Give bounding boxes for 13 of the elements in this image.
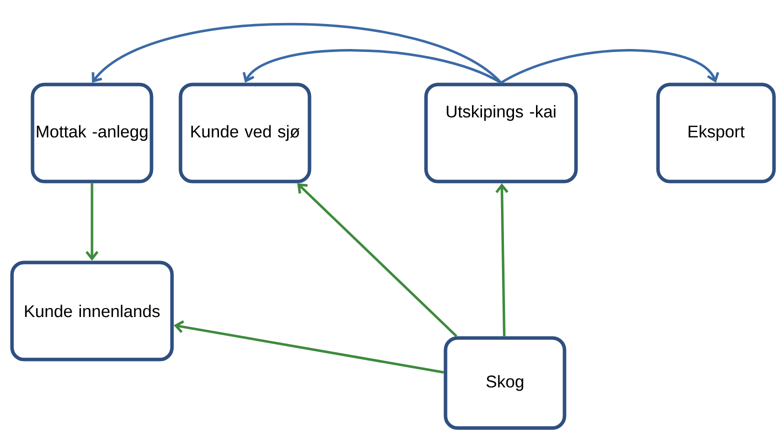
arrow (92, 22, 502, 84)
process-box: Utskipings -kai (424, 82, 578, 184)
arrow (86, 183, 98, 261)
arrow (174, 320, 444, 374)
arrow (495, 183, 508, 336)
process-box: Kunde innenlands (10, 260, 174, 362)
arrow (242, 49, 502, 84)
arrow (500, 49, 720, 84)
process-box: Skog (444, 336, 566, 430)
process-box: Kunde ved sjø (178, 82, 312, 184)
process-box: Eksport (656, 82, 776, 184)
arrow (297, 183, 458, 338)
process-box: Mottak -anlegg (30, 82, 154, 184)
